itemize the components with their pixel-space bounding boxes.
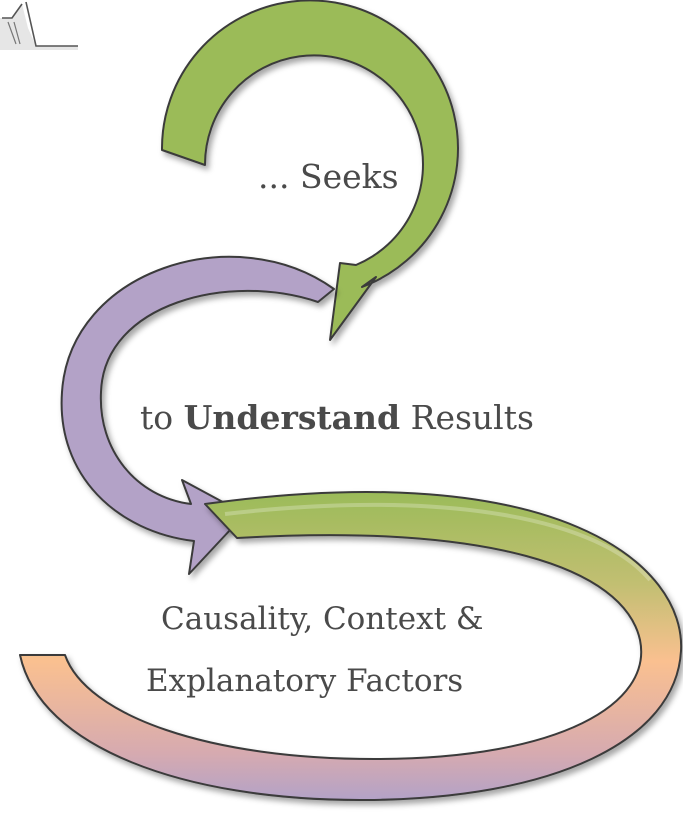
understand-prefix: to bbox=[140, 398, 184, 437]
oval-band-arrow bbox=[19, 491, 683, 801]
understand-suffix: Results bbox=[400, 398, 534, 437]
band-highlight bbox=[224, 502, 652, 582]
green-curved-arrow bbox=[160, 0, 459, 341]
step-causality-label: Causality, Context & bbox=[161, 601, 484, 637]
logo-fragment-icon bbox=[0, 1, 78, 50]
step-seeks-label: ... Seeks bbox=[258, 157, 399, 196]
step-explanatory-label: Explanatory Factors bbox=[146, 663, 464, 699]
step-understand-label: to Understand Results bbox=[140, 401, 534, 434]
purple-curved-arrow bbox=[60, 256, 335, 575]
understand-emphasis: Understand bbox=[183, 398, 401, 437]
